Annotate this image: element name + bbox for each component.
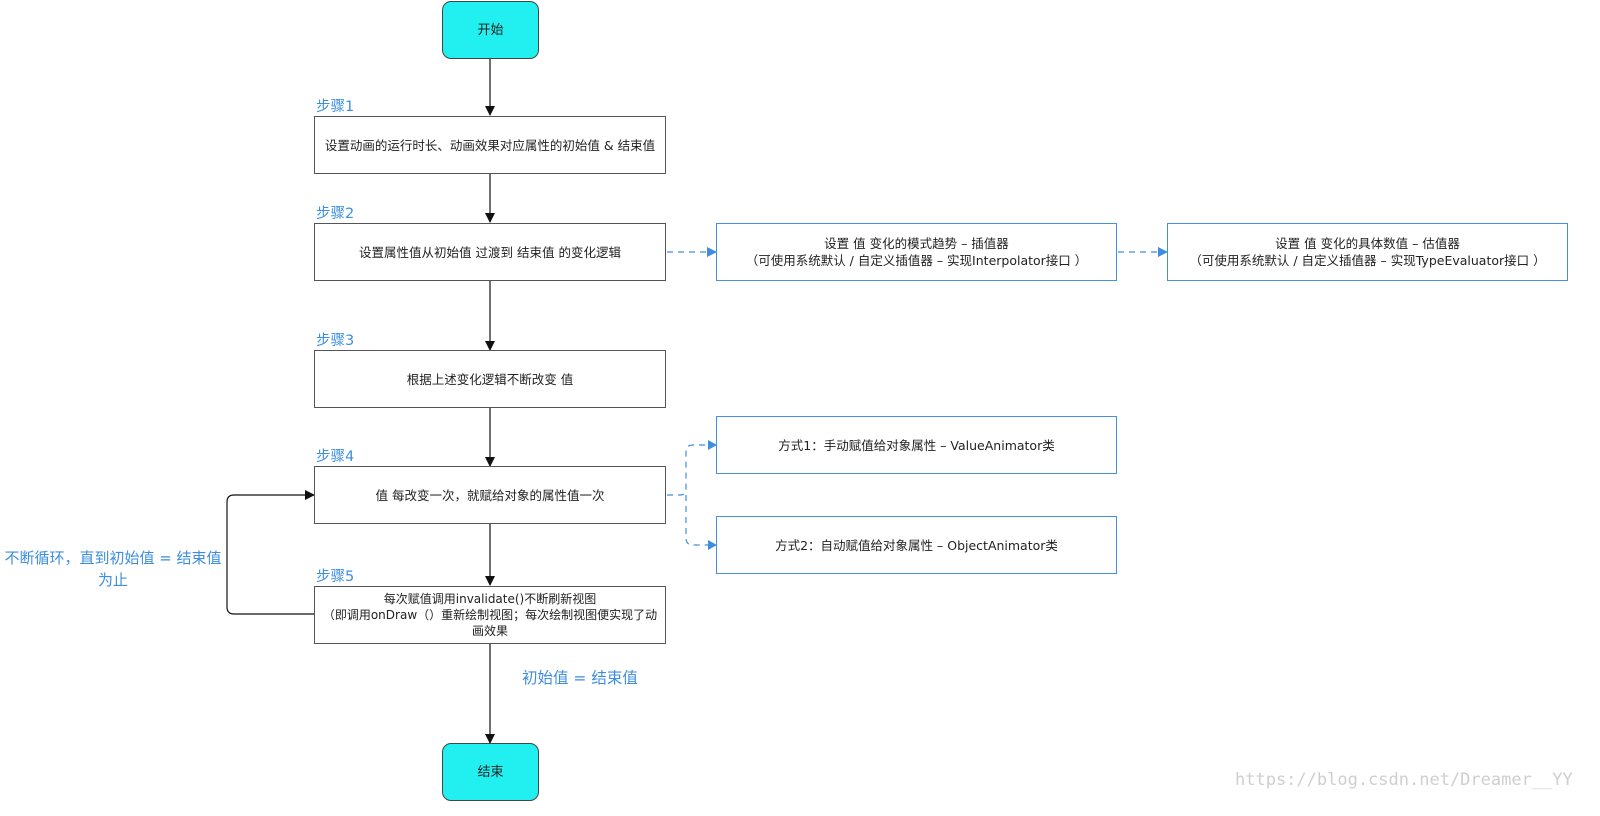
loop-arrow	[226, 490, 315, 615]
step2-text: 设置属性值从初始值 过渡到 结束值 的变化逻辑	[359, 244, 621, 260]
loop-label: 不断循环，直到初始值 = 结束值 为止	[4, 549, 222, 589]
step3-text: 根据上述变化逻辑不断改变 值	[406, 371, 574, 387]
step5-box: 每次赋值调用invalidate()不断刷新视图 （即调用onDraw（）重新绘…	[314, 586, 666, 644]
step5-label: 步骤5	[316, 569, 355, 585]
end-label: 结束	[477, 764, 504, 780]
step1-label: 步骤1	[316, 99, 355, 115]
dash-step4-methods	[667, 444, 716, 546]
start-node: 开始	[442, 1, 539, 59]
step4-label: 步骤4	[316, 449, 355, 465]
step4-text: 值 每改变一次，就赋给对象的属性值一次	[375, 487, 605, 503]
step5-text: 每次赋值调用invalidate()不断刷新视图 （即调用onDraw（）重新绘…	[322, 592, 658, 638]
evaluator-box: 设置 值 变化的具体数值 – 估值器 （可使用系统默认 / 自定义插值器 – 实…	[1167, 223, 1568, 281]
interpolator-box: 设置 值 变化的模式趋势 – 插值器 （可使用系统默认 / 自定义插值器 – 实…	[716, 223, 1117, 281]
step2-box: 设置属性值从初始值 过渡到 结束值 的变化逻辑	[314, 223, 666, 281]
step1-box: 设置动画的运行时长、动画效果对应属性的初始值 & 结束值	[314, 116, 666, 174]
interpolator-text: 设置 值 变化的模式趋势 – 插值器 （可使用系统默认 / 自定义插值器 – 实…	[745, 236, 1088, 268]
method1-box: 方式1：手动赋值给对象属性 – ValueAnimator类	[716, 416, 1117, 474]
arrowhead-method1	[708, 440, 717, 450]
step2-label: 步骤2	[316, 206, 355, 222]
end-node: 结束	[442, 743, 539, 801]
method1-text: 方式1：手动赋值给对象属性 – ValueAnimator类	[778, 437, 1055, 453]
evaluator-text: 设置 值 变化的具体数值 – 估值器 （可使用系统默认 / 自定义插值器 – 实…	[1189, 236, 1546, 268]
arrowhead-method2	[708, 540, 717, 550]
step3-box: 根据上述变化逻辑不断改变 值	[314, 350, 666, 408]
watermark: https://blog.csdn.net/Dreamer__YY	[1235, 770, 1573, 790]
condition-label: 初始值 = 结束值	[522, 669, 638, 687]
method2-box: 方式2：自动赋值给对象属性 – ObjectAnimator类	[716, 516, 1117, 574]
method2-text: 方式2：自动赋值给对象属性 – ObjectAnimator类	[775, 537, 1058, 553]
step3-label: 步骤3	[316, 333, 355, 349]
step1-text: 设置动画的运行时长、动画效果对应属性的初始值 & 结束值	[324, 137, 656, 153]
start-label: 开始	[477, 22, 504, 38]
step4-box: 值 每改变一次，就赋给对象的属性值一次	[314, 466, 666, 524]
